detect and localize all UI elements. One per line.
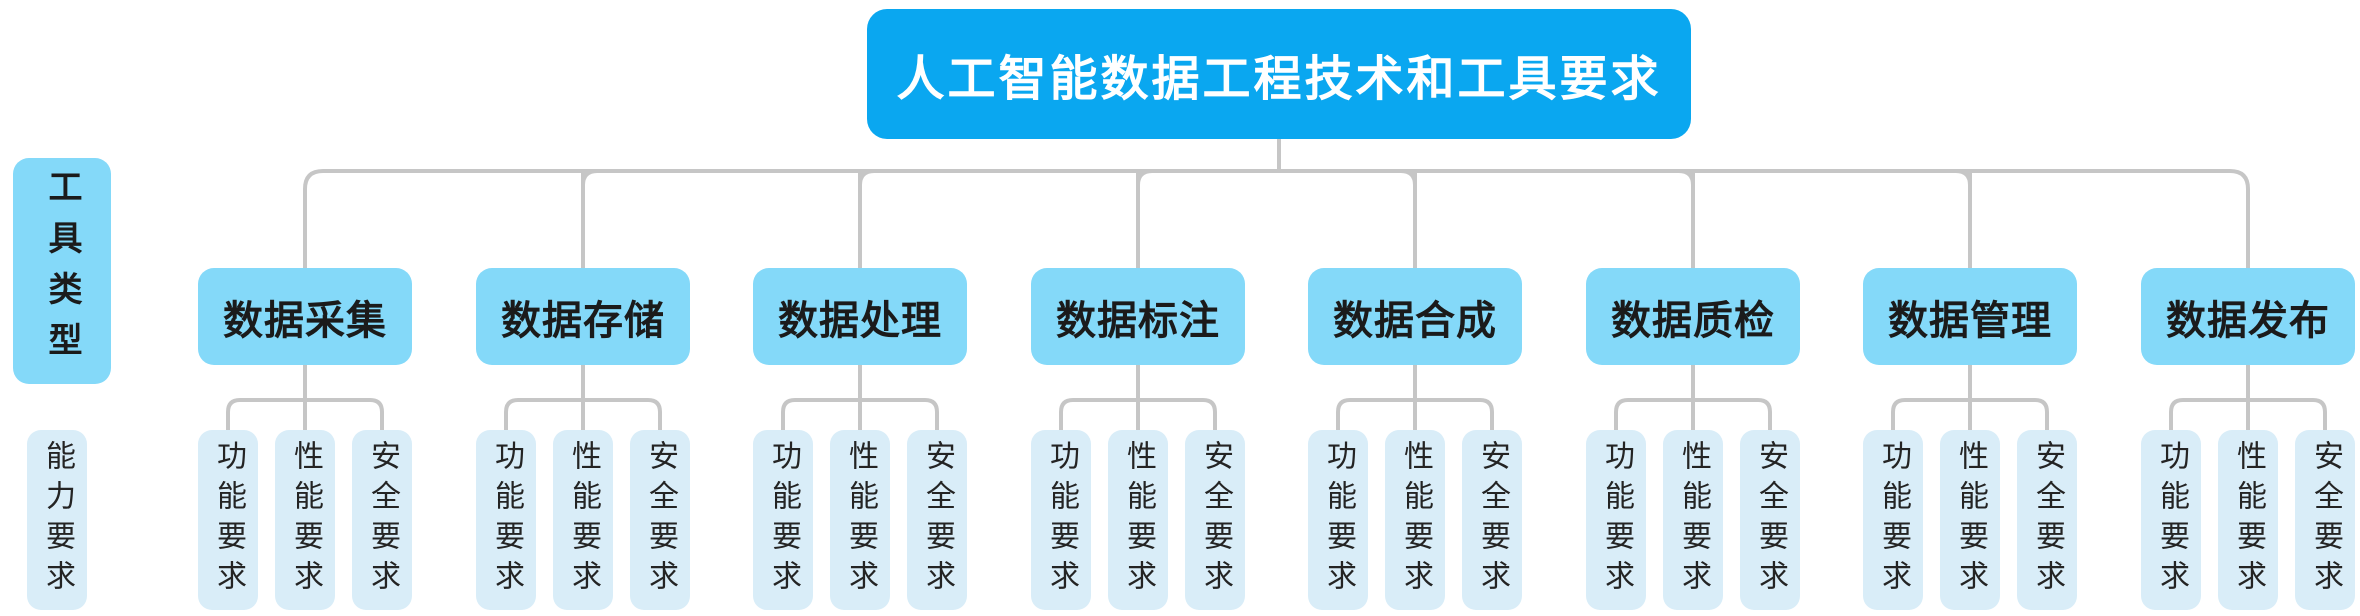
leaf-label: 安全要求 [2309,440,2342,600]
leaf-label: 性能要求 [844,440,877,600]
leaf-label: 安全要求 [1199,440,1232,600]
branch-node: 数据发布 [2141,268,2355,365]
branch-node: 数据管理 [1863,268,2077,365]
leaf-label: 性能要求 [1954,440,1987,600]
leaf-node: 性能要求 [553,430,613,610]
leaf-row: 功能要求 性能要求 安全要求 [1031,430,1245,610]
leaf-label: 功能要求 [1600,440,1633,600]
leaf-label: 性能要求 [567,440,600,600]
leaf-label: 功能要求 [2155,440,2188,600]
leaf-label: 性能要求 [1122,440,1155,600]
leaf-label: 功能要求 [767,440,800,600]
tool-type-row-label-text: 工具类型 [43,169,81,373]
branch-column-data-annotation: 数据标注 功能要求 性能要求 安全要求 [1031,268,1245,610]
leaf-node: 性能要求 [2218,430,2278,610]
branch-node: 数据标注 [1031,268,1245,365]
leaf-label: 功能要求 [1877,440,1910,600]
root-node: 人工智能数据工程技术和工具要求 [867,9,1691,139]
branch-column-data-quality-check: 数据质检 功能要求 性能要求 安全要求 [1586,268,1800,610]
capability-row-label-text: 能力要求 [41,440,74,600]
leaf-node: 功能要求 [1308,430,1368,610]
leaf-node: 性能要求 [1108,430,1168,610]
leaf-node: 功能要求 [198,430,258,610]
leaf-label: 安全要求 [1476,440,1509,600]
branch-column-data-management: 数据管理 功能要求 性能要求 安全要求 [1863,268,2077,610]
leaf-row: 功能要求 性能要求 安全要求 [1308,430,1522,610]
leaf-label: 性能要求 [1677,440,1710,600]
leaf-node: 安全要求 [352,430,412,610]
branch-node: 数据处理 [753,268,967,365]
leaf-node: 功能要求 [1863,430,1923,610]
leaf-node: 性能要求 [275,430,335,610]
leaf-node: 性能要求 [1663,430,1723,610]
leaf-label: 安全要求 [2031,440,2064,600]
branch-node: 数据质检 [1586,268,1800,365]
leaf-label: 功能要求 [1045,440,1078,600]
leaf-node: 安全要求 [1185,430,1245,610]
leaf-row: 功能要求 性能要求 安全要求 [1586,430,1800,610]
branch-column-data-storage: 数据存储 功能要求 性能要求 安全要求 [476,268,690,610]
branch-node: 数据存储 [476,268,690,365]
leaf-row: 功能要求 性能要求 安全要求 [198,430,412,610]
tool-type-row-label: 工具类型 [13,158,111,384]
leaf-node: 安全要求 [630,430,690,610]
leaf-node: 安全要求 [2295,430,2355,610]
leaf-node: 安全要求 [1462,430,1522,610]
branch-column-data-processing: 数据处理 功能要求 性能要求 安全要求 [753,268,967,610]
leaf-node: 安全要求 [2017,430,2077,610]
leaf-row: 功能要求 性能要求 安全要求 [1863,430,2077,610]
branch-column-data-synthesis: 数据合成 功能要求 性能要求 安全要求 [1308,268,1522,610]
leaf-label: 安全要求 [921,440,954,600]
branch-node: 数据合成 [1308,268,1522,365]
leaf-row: 功能要求 性能要求 安全要求 [2141,430,2355,610]
branch-column-data-publishing: 数据发布 功能要求 性能要求 安全要求 [2141,268,2355,610]
leaf-label: 功能要求 [212,440,245,600]
leaf-label: 性能要求 [2232,440,2265,600]
leaf-node: 性能要求 [830,430,890,610]
leaf-label: 性能要求 [1399,440,1432,600]
leaf-node: 功能要求 [753,430,813,610]
leaf-node: 功能要求 [1031,430,1091,610]
capability-row-label: 能力要求 [27,430,87,610]
leaf-label: 性能要求 [289,440,322,600]
leaf-node: 性能要求 [1940,430,2000,610]
leaf-row: 功能要求 性能要求 安全要求 [476,430,690,610]
branch-column-data-collection: 数据采集 功能要求 性能要求 安全要求 [198,268,412,610]
leaf-label: 安全要求 [366,440,399,600]
leaf-node: 安全要求 [1740,430,1800,610]
leaf-node: 功能要求 [1586,430,1646,610]
leaf-node: 性能要求 [1385,430,1445,610]
leaf-node: 安全要求 [907,430,967,610]
branch-node: 数据采集 [198,268,412,365]
leaf-label: 安全要求 [1754,440,1787,600]
leaf-node: 功能要求 [2141,430,2201,610]
leaf-label: 功能要求 [490,440,523,600]
leaf-row: 功能要求 性能要求 安全要求 [753,430,967,610]
leaf-node: 功能要求 [476,430,536,610]
leaf-label: 安全要求 [644,440,677,600]
leaf-label: 功能要求 [1322,440,1355,600]
